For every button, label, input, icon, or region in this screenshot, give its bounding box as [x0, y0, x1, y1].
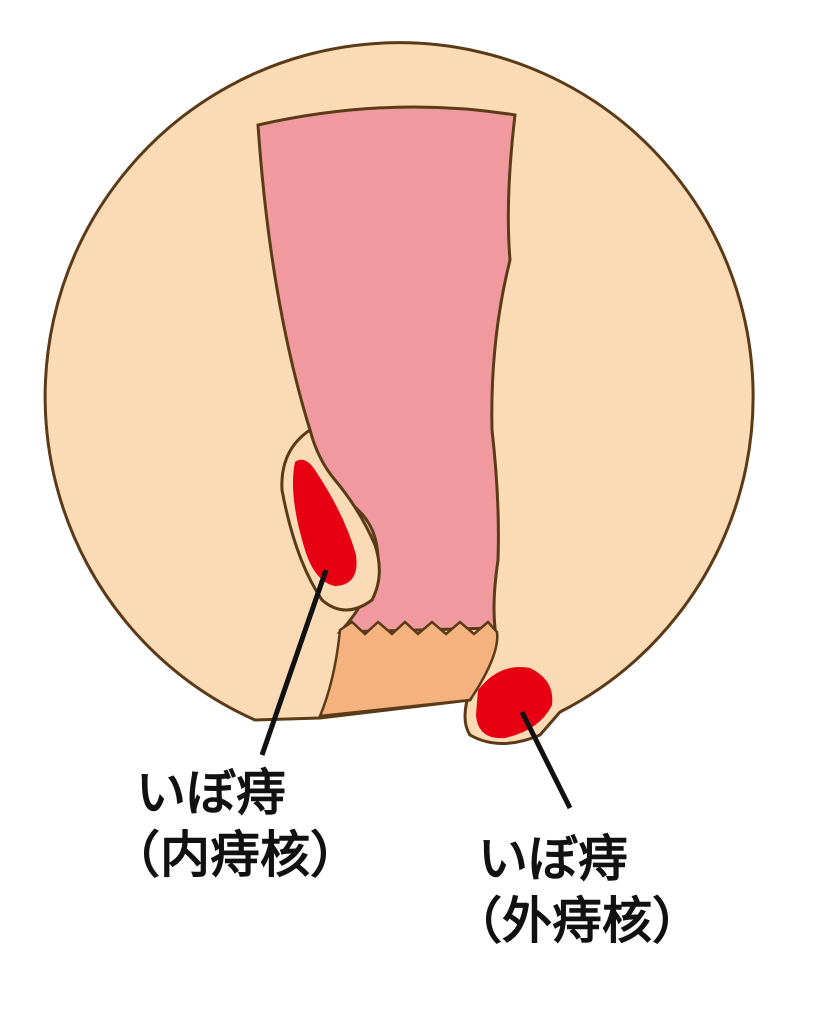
external-leader-line [519, 710, 573, 810]
external-hemorrhoid [476, 666, 553, 739]
internal-hemorrhoid-label: いぼ痔 （内痔核） [110, 762, 360, 886]
external-hemorrhoid-label: いぼ痔 （外痔核） [452, 828, 702, 952]
external-label-line2: （外痔核） [452, 892, 702, 950]
internal-hemorrhoid [292, 459, 357, 586]
external-label-line1: いぼ痔 [478, 830, 628, 888]
internal-label-line1: いぼ痔 [136, 764, 286, 822]
internal-label-line2: （内痔核） [110, 826, 360, 884]
anal-skin-region [318, 620, 499, 718]
internal-leader-line [259, 569, 329, 756]
